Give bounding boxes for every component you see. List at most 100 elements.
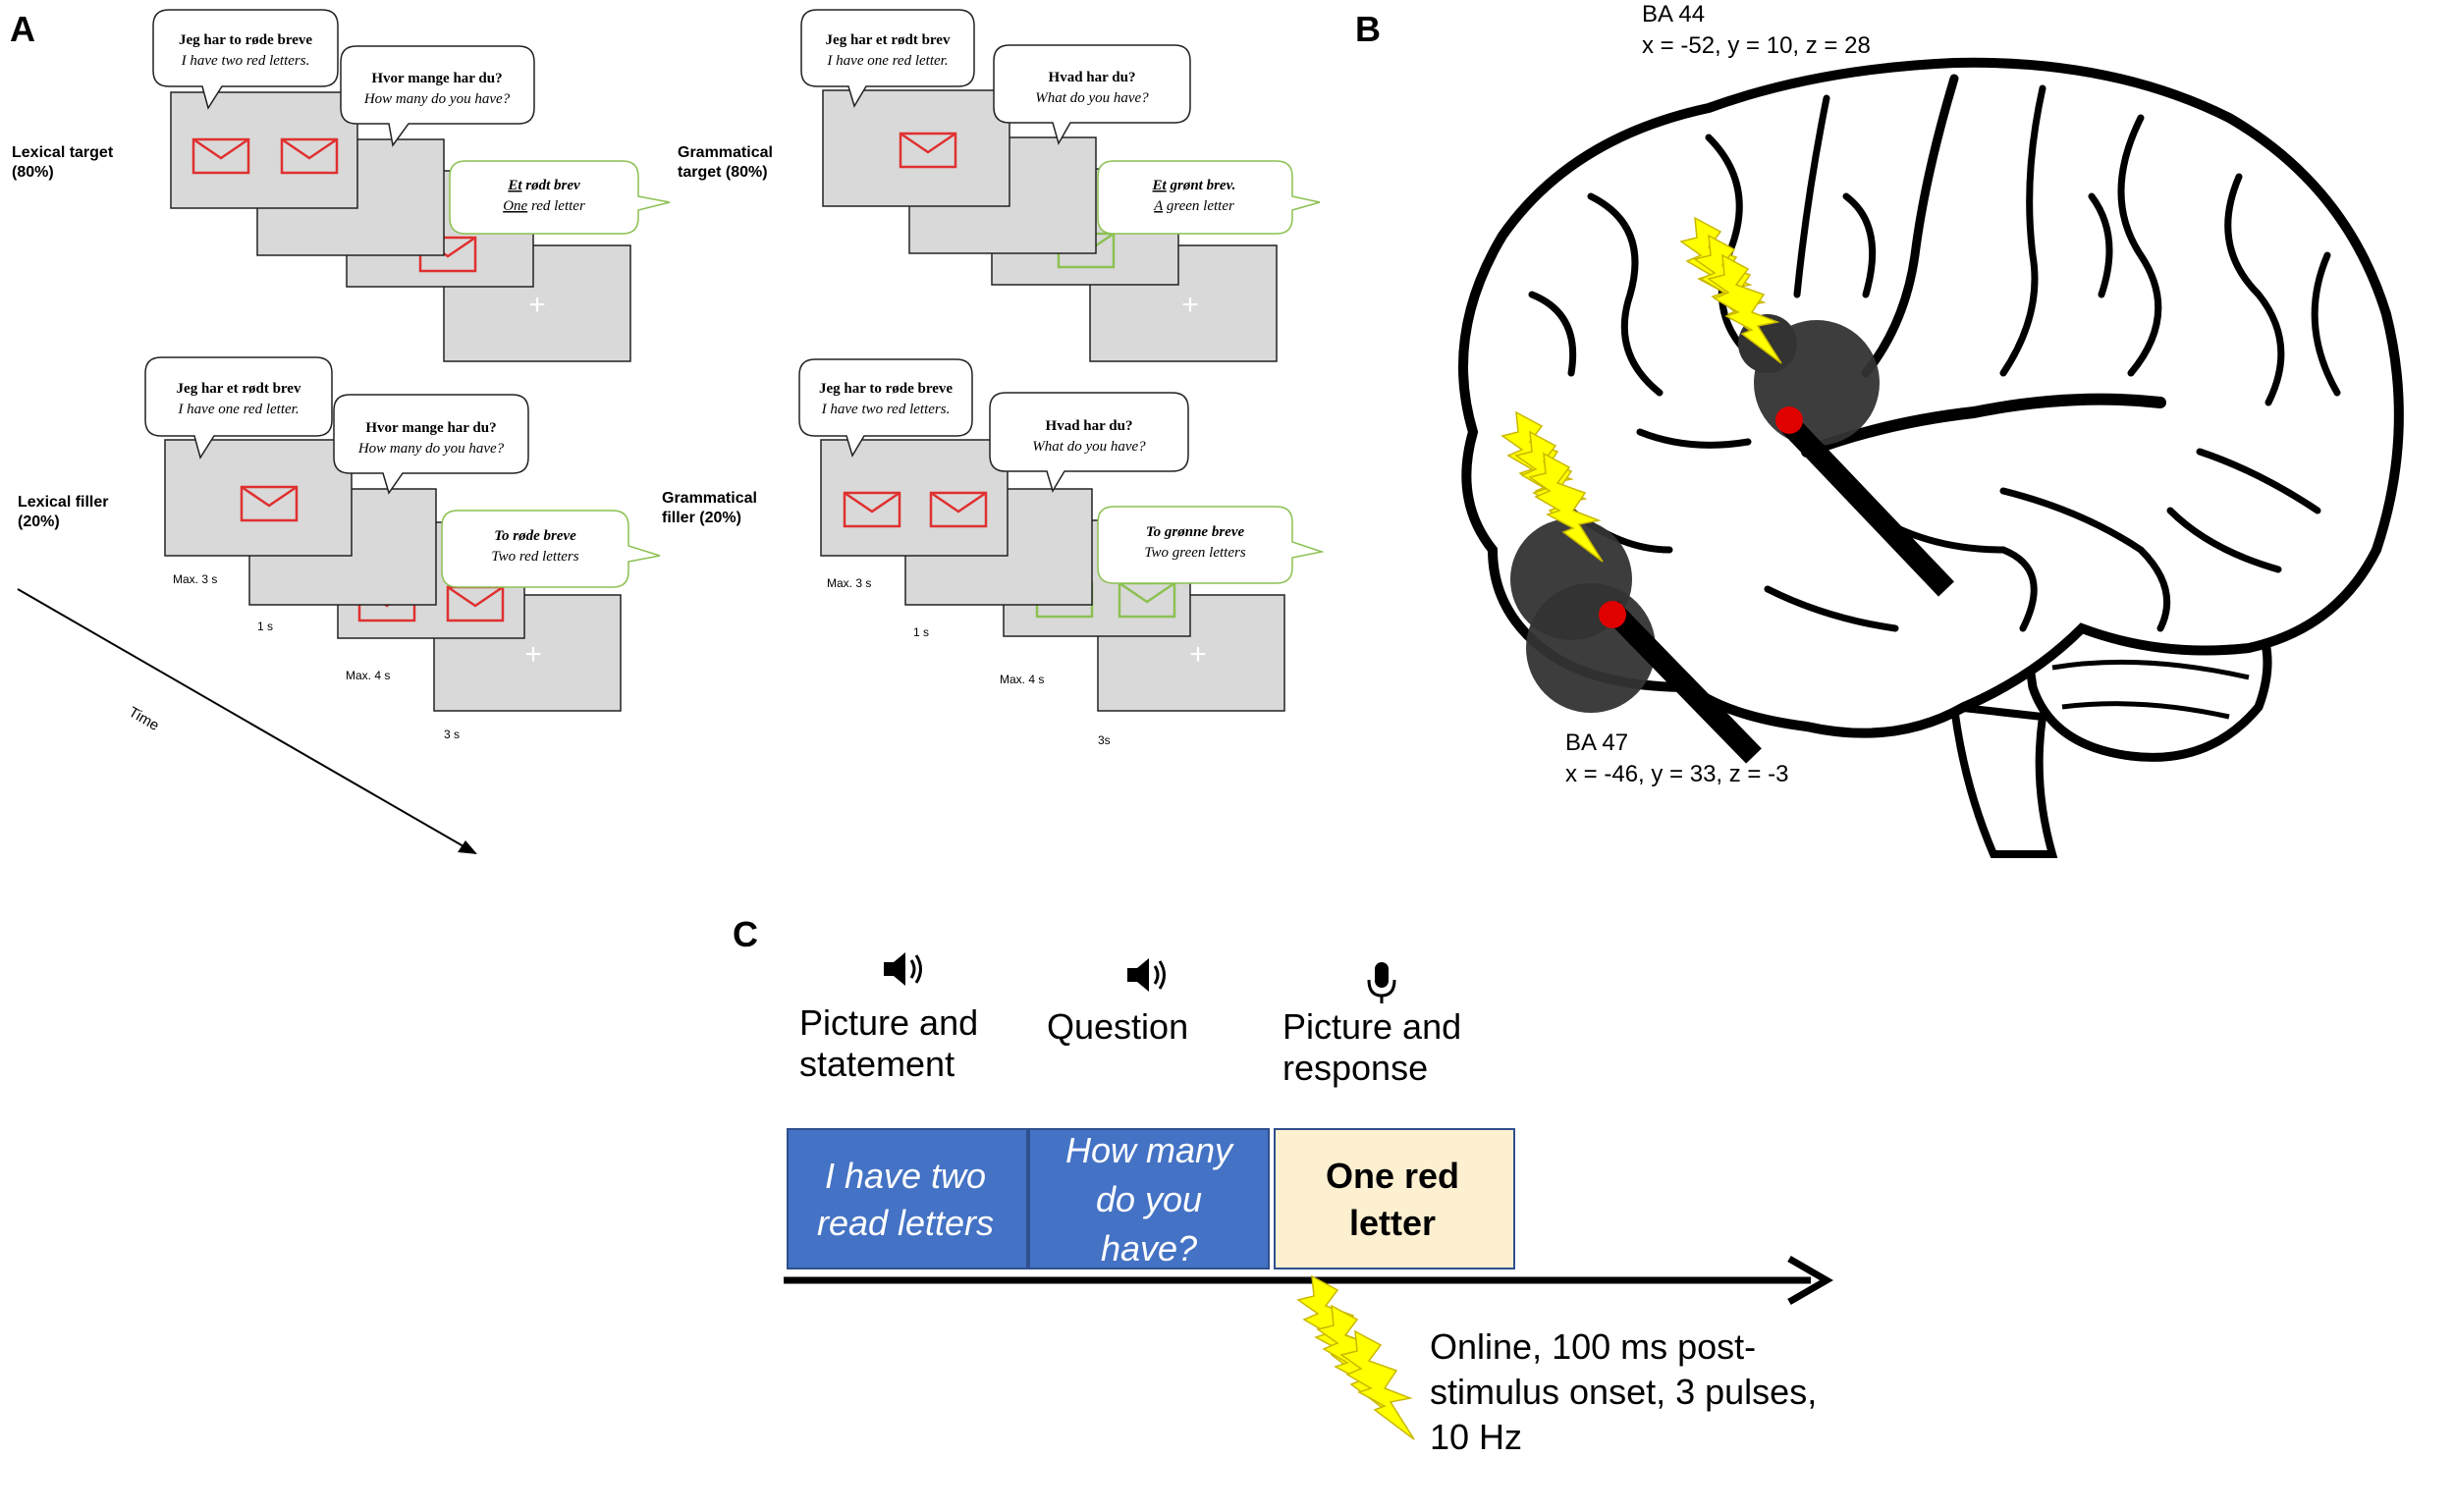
stimulus-box-response	[1274, 1128, 1515, 1269]
stimulus-box-question-text: How many	[1065, 1130, 1234, 1170]
fixation-cross: +	[528, 289, 546, 321]
timeline-arrowhead	[1787, 1255, 1833, 1306]
statement-bubble	[798, 358, 973, 458]
question-bubble	[333, 394, 529, 495]
condition-label: Lexical target	[12, 144, 114, 161]
screen-statement	[822, 89, 1010, 207]
stimulation-note-3: 10 Hz	[1430, 1417, 1522, 1457]
stimulus-box-statement-text: I have two	[825, 1156, 986, 1196]
question-bubble	[993, 44, 1191, 145]
ba47-coordinates: x = -46, y = 33, z = -3	[1565, 761, 1788, 787]
answer-bubble	[1097, 160, 1321, 235]
stimulus-box-question-text-3: have?	[1101, 1228, 1197, 1269]
answer-english: One red letter	[503, 198, 585, 214]
question-norwegian: Hvor mange har du?	[365, 420, 496, 436]
statement-english: I have two red letters.	[821, 402, 951, 417]
answer-norwegian: Et rødt brev	[507, 178, 580, 193]
phase-label-statement: Picture and	[799, 1002, 978, 1043]
stimulus-box-statement-text-2: read letters	[817, 1203, 994, 1243]
stimulation-note-2: stimulus onset, 3 pulses,	[1430, 1372, 1817, 1412]
question-english: What do you have?	[1035, 90, 1149, 106]
question-norwegian: Hvad har du?	[1049, 70, 1136, 85]
statement-norwegian: Jeg har et rødt brev	[826, 32, 951, 48]
condition-label: Grammatical	[678, 144, 773, 161]
timing-statement: Max. 3 s	[173, 572, 217, 586]
tms-coil-handle	[1603, 601, 1762, 764]
ba47-label: BA 47	[1565, 729, 1628, 756]
condition-percent: (80%)	[12, 164, 54, 181]
answer-bubble	[449, 160, 671, 235]
panel-label-b: B	[1355, 9, 1381, 49]
statement-norwegian: Jeg har et rødt brev	[177, 381, 301, 397]
answer-bubble	[1097, 506, 1325, 584]
fixation-cross: +	[1181, 289, 1199, 321]
question-english: How many do you have?	[357, 441, 505, 457]
statement-english: I have two red letters.	[181, 53, 310, 69]
central-sulcus	[1861, 74, 1959, 378]
timing-question: 1 s	[913, 625, 929, 639]
panel-label-c: C	[733, 914, 758, 954]
answer-english: Two red letters	[491, 549, 578, 565]
lateral-sulcus	[1801, 393, 2166, 458]
question-norwegian: Hvor mange har du?	[371, 71, 502, 86]
condition-label: Grammatical	[662, 490, 757, 507]
condition-label: Lexical filler	[18, 494, 109, 511]
screen-statement	[170, 91, 358, 209]
fixation-cross: +	[1189, 638, 1207, 671]
condition-percent: filler (20%)	[662, 510, 741, 526]
answer-english: A green letter	[1153, 198, 1234, 214]
stimulus-box-response-text-2: letter	[1349, 1203, 1436, 1243]
timing-response: Max. 4 s	[346, 669, 390, 682]
phase-label-question: Question	[1047, 1006, 1188, 1047]
statement-norwegian: Jeg har to røde breve	[819, 381, 953, 397]
speaker-icon	[1127, 958, 1166, 992]
answer-norwegian: Et grønt brev.	[1152, 178, 1236, 193]
timing-statement: Max. 3 s	[827, 576, 871, 590]
question-bubble	[989, 392, 1189, 493]
ba44-coordinates: x = -52, y = 10, z = 28	[1642, 32, 1871, 59]
answer-bubble	[441, 510, 661, 588]
phase-label-response: Picture and	[1282, 1006, 1461, 1047]
ba44-target-dot	[1775, 406, 1803, 434]
statement-english: I have one red letter.	[826, 53, 948, 69]
question-norwegian: Hvad har du?	[1046, 418, 1133, 434]
time-label: Time	[126, 704, 162, 734]
fixation-cross: +	[524, 638, 542, 671]
speaker-icon	[884, 952, 922, 986]
timing-question: 1 s	[257, 620, 273, 633]
trial-lexical-target: Lexical target (80%) + Jeg har to røde b…	[12, 9, 671, 362]
trial-grammatical-target: Grammatical target (80%) + Jeg har et rø…	[678, 9, 1321, 362]
question-bubble	[340, 45, 535, 147]
trial-lexical-filler: Lexical filler (20%) + Jeg har et rødt b…	[18, 356, 661, 741]
timing-fixation: 3s	[1098, 733, 1111, 747]
stimulation-note: Online, 100 ms post-	[1430, 1326, 1756, 1367]
stimulus-box-question-text-2: do you	[1096, 1179, 1202, 1219]
time-axis: Time	[17, 588, 477, 854]
brain-illustration	[1458, 57, 2404, 858]
screen-fixation	[1089, 244, 1278, 362]
statement-bubble	[152, 9, 339, 110]
phase-label-statement-2: statement	[799, 1044, 955, 1084]
answer-norwegian: To grønne breve	[1146, 524, 1245, 540]
answer-norwegian: To røde breve	[494, 528, 576, 544]
statement-bubble	[144, 356, 333, 459]
timing-fixation: 3 s	[444, 728, 460, 741]
time-arrow	[17, 588, 464, 847]
microphone-icon	[1367, 962, 1396, 1003]
condition-percent: target (80%)	[678, 164, 768, 181]
question-english: What do you have?	[1032, 439, 1146, 455]
timing-response: Max. 4 s	[1000, 673, 1044, 686]
trial-grammatical-filler: Grammatical filler (20%) + Jeg har to rø…	[662, 358, 1325, 747]
time-arrow-head	[458, 840, 477, 854]
ba47-target-dot	[1599, 601, 1626, 628]
condition-percent: (20%)	[18, 513, 60, 530]
statement-english: I have one red letter.	[177, 402, 299, 417]
ba44-label: BA 44	[1642, 1, 1705, 27]
phase-label-response-2: response	[1282, 1048, 1428, 1088]
statement-bubble	[800, 9, 975, 108]
stimulus-box-statement	[787, 1128, 1028, 1269]
brain-stem	[1949, 702, 2058, 858]
question-english: How many do you have?	[363, 91, 511, 107]
stimulus-box-question	[1028, 1128, 1270, 1269]
